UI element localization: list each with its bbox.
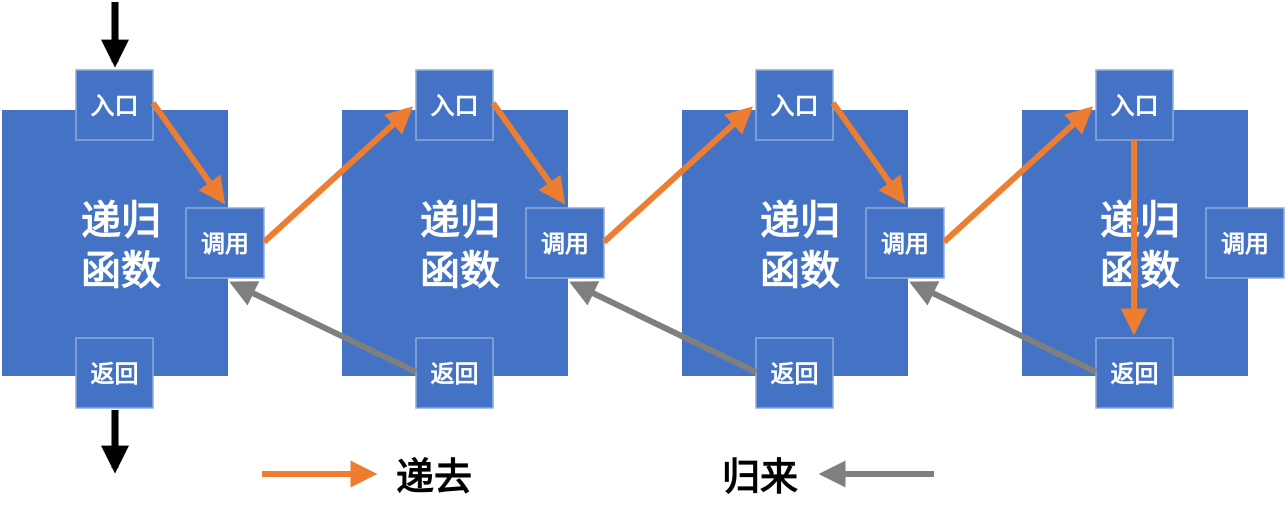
entry-label-4: 入口 xyxy=(1111,92,1159,120)
function-title-line2-3: 函数 xyxy=(760,248,840,294)
recursive-function-block-1: 递归 函数 入口 调用 返回 xyxy=(2,69,265,409)
call-label-3: 调用 xyxy=(881,230,929,258)
forward-arrow-call-to-entry-4 xyxy=(941,106,1093,245)
return-port-3 xyxy=(755,337,834,409)
return-port-1 xyxy=(75,337,154,409)
function-title-line1-3: 递归 xyxy=(760,198,840,244)
function-title-line1-1: 递归 xyxy=(81,198,161,244)
call-label-1: 调用 xyxy=(201,230,249,258)
call-label-2: 调用 xyxy=(541,230,589,258)
entry-label-2: 入口 xyxy=(431,92,479,120)
call-port-1 xyxy=(185,207,265,279)
return-arrow-3-to-2 xyxy=(569,281,758,375)
legend-backward-label: 归来 xyxy=(722,455,798,499)
function-title-line1-2: 递归 xyxy=(420,198,500,244)
function-title-line2-4: 函数 xyxy=(1100,248,1180,294)
legend-forward-label: 递去 xyxy=(396,455,472,499)
entry-port-1 xyxy=(75,69,154,141)
return-port-2 xyxy=(415,337,494,409)
return-label-2: 返回 xyxy=(431,360,479,388)
return-arrow-2-to-1 xyxy=(229,281,418,375)
function-title-line1-4: 递归 xyxy=(1100,198,1180,244)
call-port-3 xyxy=(865,207,945,279)
forward-arrow-call-to-entry-3 xyxy=(601,106,753,245)
call-port-4 xyxy=(1205,207,1285,279)
function-title-line2-1: 函数 xyxy=(81,248,161,294)
forward-arrow-entry-to-call-3 xyxy=(830,101,906,205)
call-port-2 xyxy=(525,207,605,279)
function-title-line2-2: 函数 xyxy=(420,248,500,294)
forward-arrow-entry-to-call-1 xyxy=(150,101,226,205)
entry-label-1: 入口 xyxy=(91,92,139,120)
return-label-3: 返回 xyxy=(771,360,819,388)
return-label-1: 返回 xyxy=(91,360,139,388)
entry-port-4 xyxy=(1095,69,1174,141)
entry-port-2 xyxy=(415,69,494,141)
legend: 递去 归来 xyxy=(262,455,934,499)
return-arrow-4-to-3 xyxy=(909,281,1098,375)
call-label-4: 调用 xyxy=(1221,230,1269,258)
return-port-4 xyxy=(1095,337,1174,409)
entry-port-3 xyxy=(755,69,834,141)
forward-arrow-entry-to-call-2 xyxy=(490,101,566,205)
forward-arrow-call-to-entry-2 xyxy=(261,106,413,245)
entry-label-3: 入口 xyxy=(771,92,819,120)
return-label-4: 返回 xyxy=(1111,360,1159,388)
